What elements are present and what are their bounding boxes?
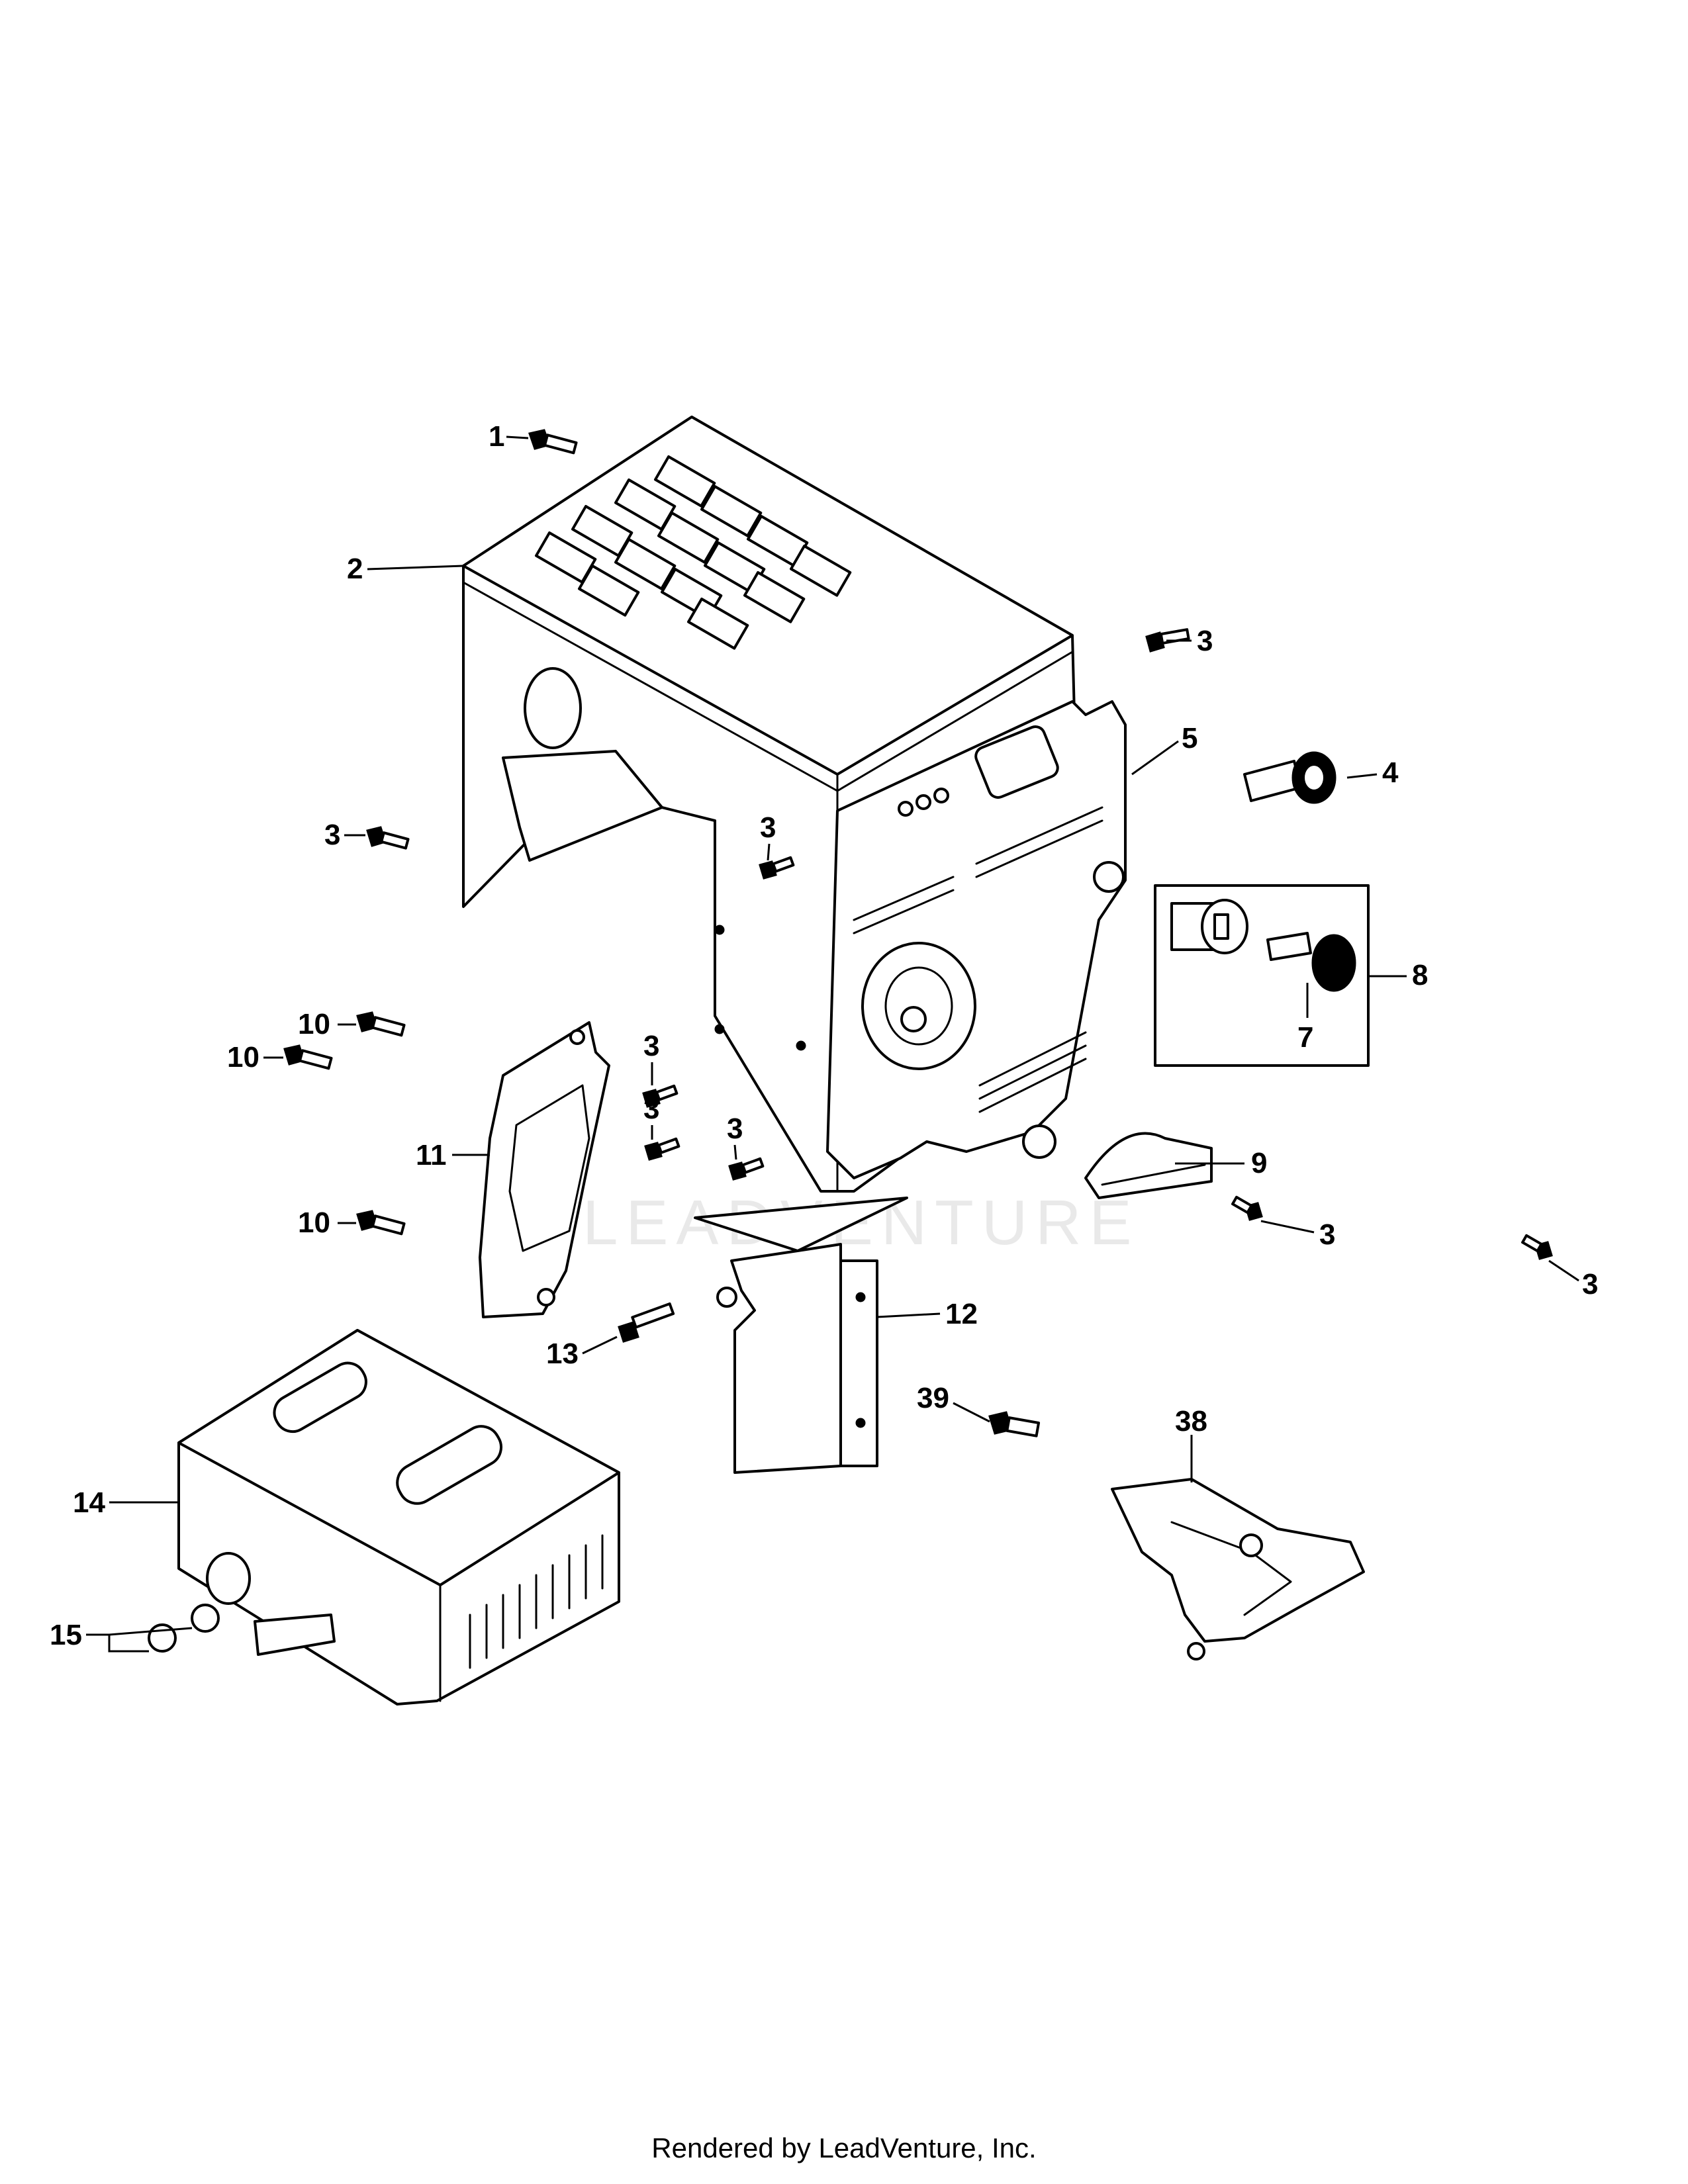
fastener-part-3 xyxy=(728,1157,765,1181)
leader-line xyxy=(1548,1259,1579,1282)
ignition-switch-kit-part xyxy=(1154,884,1370,1067)
leader-line xyxy=(876,1312,941,1318)
leader-line xyxy=(582,1336,618,1355)
callout-3: 3 xyxy=(1319,1218,1335,1251)
callout-2: 2 xyxy=(347,553,363,585)
fastener-part-3 xyxy=(759,856,795,880)
fastener-part-3 xyxy=(644,1137,680,1161)
callout-10: 10 xyxy=(298,1206,330,1239)
control-panel-part xyxy=(826,700,1127,1179)
side-bracket-part xyxy=(479,1021,610,1318)
callout-7: 7 xyxy=(1297,1021,1313,1054)
callout-5: 5 xyxy=(1182,722,1197,754)
leader-line xyxy=(1260,1220,1315,1234)
leader-line xyxy=(108,1635,149,1653)
muffler-bracket-part xyxy=(1111,1478,1365,1661)
leader-line xyxy=(767,843,771,861)
leader-line xyxy=(1346,773,1378,779)
callout-11: 11 xyxy=(416,1139,447,1171)
callout-12: 12 xyxy=(945,1298,978,1330)
shroud-vent-slots xyxy=(535,455,852,650)
fastener-part-3 xyxy=(642,1084,679,1108)
leader-line xyxy=(506,435,529,439)
fastener-part-10 xyxy=(356,1011,406,1037)
fastener-part-39 xyxy=(988,1411,1041,1437)
callout-1: 1 xyxy=(489,420,504,453)
fastener-part-13 xyxy=(618,1302,675,1343)
muffler-nut-parts xyxy=(148,1604,220,1653)
watermark: LEADVENTURE xyxy=(583,1187,1140,1258)
callout-14: 14 xyxy=(73,1486,105,1519)
callout-3: 3 xyxy=(760,811,776,844)
fastener-part-3 xyxy=(1231,1195,1263,1221)
heat-shield-bracket-part xyxy=(694,1197,908,1474)
callout-10: 10 xyxy=(298,1008,330,1040)
footer-credit: Rendered by LeadVenture, Inc. xyxy=(651,2132,1037,2163)
callout-13: 13 xyxy=(546,1338,579,1370)
callout-10: 10 xyxy=(227,1041,259,1073)
fastener-part-3 xyxy=(366,826,410,850)
callout-8: 8 xyxy=(1412,959,1428,991)
callout-3: 3 xyxy=(643,1093,659,1125)
muffler-part xyxy=(177,1329,620,1706)
fastener-part-1 xyxy=(528,429,578,455)
ignition-key-part xyxy=(1243,751,1336,804)
callout-39: 39 xyxy=(917,1382,949,1414)
fastener-part-10 xyxy=(283,1044,333,1070)
leader-line xyxy=(733,1144,737,1160)
choke-knob-part xyxy=(1084,1132,1213,1199)
callout-38: 38 xyxy=(1175,1405,1207,1437)
leader-line xyxy=(367,565,464,570)
callout-3: 3 xyxy=(1582,1268,1598,1300)
fastener-part-10 xyxy=(356,1210,406,1236)
callout-3: 3 xyxy=(324,819,340,851)
muffler-grille xyxy=(469,1534,604,1669)
fastener-part-3 xyxy=(1521,1234,1553,1260)
leader-line xyxy=(1131,740,1179,776)
leader-line xyxy=(953,1402,990,1423)
callout-15: 15 xyxy=(50,1619,82,1651)
callout-9: 9 xyxy=(1251,1147,1267,1179)
callout-3: 3 xyxy=(727,1113,743,1145)
callout-4: 4 xyxy=(1382,756,1399,789)
callout-3: 3 xyxy=(1197,625,1213,657)
callout-3: 3 xyxy=(643,1030,659,1062)
